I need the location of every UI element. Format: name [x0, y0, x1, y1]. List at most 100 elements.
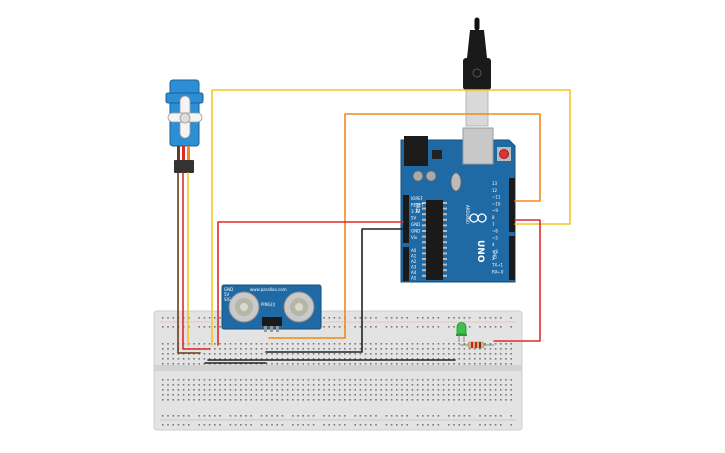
breadboard-hole[interactable] — [260, 348, 263, 350]
breadboard-hole[interactable] — [167, 394, 169, 396]
breadboard-hole[interactable] — [307, 348, 310, 350]
breadboard-hole[interactable] — [396, 424, 398, 426]
breadboard-hole[interactable] — [479, 348, 481, 350]
breadboard-hole[interactable] — [162, 384, 164, 386]
breadboard-hole[interactable] — [406, 343, 408, 345]
breadboard-hole[interactable] — [312, 424, 315, 426]
breadboard-hole[interactable] — [432, 384, 434, 386]
breadboard-hole[interactable] — [323, 348, 325, 350]
breadboard-hole[interactable] — [479, 317, 481, 319]
breadboard-hole[interactable] — [250, 415, 252, 417]
breadboard-hole[interactable] — [437, 317, 440, 319]
breadboard-hole[interactable] — [188, 424, 190, 426]
breadboard-hole[interactable] — [323, 343, 325, 345]
breadboard-hole[interactable] — [245, 343, 247, 345]
breadboard-hole[interactable] — [245, 348, 247, 350]
breadboard-hole[interactable] — [229, 343, 232, 345]
breadboard-hole[interactable] — [276, 389, 278, 391]
breadboard-hole[interactable] — [510, 348, 512, 350]
breadboard-hole[interactable] — [292, 384, 294, 386]
breadboard-hole[interactable] — [229, 399, 232, 401]
breadboard-hole[interactable] — [281, 363, 284, 365]
breadboard-hole[interactable] — [422, 326, 424, 328]
breadboard-hole[interactable] — [448, 379, 450, 381]
breadboard-hole[interactable] — [312, 379, 315, 381]
breadboard-hole[interactable] — [406, 348, 408, 350]
breadboard-hole[interactable] — [432, 399, 434, 401]
breadboard-hole[interactable] — [240, 353, 242, 355]
breadboard-hole[interactable] — [416, 399, 419, 401]
breadboard-hole[interactable] — [359, 343, 362, 345]
breadboard-hole[interactable] — [328, 394, 330, 396]
breadboard-hole[interactable] — [297, 399, 299, 401]
breadboard-hole[interactable] — [349, 379, 351, 381]
breadboard-hole[interactable] — [390, 379, 393, 381]
breadboard-hole[interactable] — [375, 358, 377, 360]
breadboard-hole[interactable] — [448, 399, 450, 401]
breadboard-hole[interactable] — [500, 348, 502, 350]
breadboard-hole[interactable] — [463, 415, 466, 417]
breadboard-hole[interactable] — [494, 379, 497, 381]
breadboard-hole[interactable] — [448, 389, 450, 391]
breadboard-hole[interactable] — [505, 363, 507, 365]
breadboard-hole[interactable] — [489, 424, 492, 426]
breadboard-hole[interactable] — [281, 384, 284, 386]
breadboard-hole[interactable] — [266, 353, 268, 355]
breadboard-hole[interactable] — [271, 379, 273, 381]
breadboard-hole[interactable] — [484, 348, 486, 350]
breadboard-hole[interactable] — [375, 379, 377, 381]
breadboard-hole[interactable] — [318, 353, 320, 355]
breadboard-hole[interactable] — [474, 348, 476, 350]
breadboard-hole[interactable] — [250, 384, 252, 386]
breadboard-hole[interactable] — [422, 358, 424, 360]
breadboard-hole[interactable] — [474, 379, 476, 381]
breadboard-hole[interactable] — [302, 389, 304, 391]
breadboard-hole[interactable] — [364, 353, 367, 355]
breadboard-hole[interactable] — [260, 379, 263, 381]
breadboard-hole[interactable] — [401, 384, 403, 386]
breadboard-hole[interactable] — [437, 353, 440, 355]
breadboard-hole[interactable] — [266, 343, 268, 345]
breadboard[interactable] — [153, 310, 523, 431]
breadboard-hole[interactable] — [416, 343, 419, 345]
breadboard-hole[interactable] — [494, 326, 497, 328]
breadboard-hole[interactable] — [396, 389, 398, 391]
breadboard-hole[interactable] — [208, 379, 211, 381]
breadboard-hole[interactable] — [224, 399, 226, 401]
breadboard-hole[interactable] — [182, 424, 185, 426]
breadboard-hole[interactable] — [390, 399, 393, 401]
breadboard-hole[interactable] — [396, 353, 398, 355]
breadboard-hole[interactable] — [172, 399, 174, 401]
breadboard-hole[interactable] — [385, 353, 388, 355]
breadboard-hole[interactable] — [453, 358, 455, 360]
breadboard-hole[interactable] — [406, 424, 408, 426]
breadboard-hole[interactable] — [307, 384, 310, 386]
green-led[interactable] — [456, 322, 467, 343]
breadboard-hole[interactable] — [198, 343, 200, 345]
breadboard-hole[interactable] — [510, 363, 512, 365]
breadboard-hole[interactable] — [401, 353, 403, 355]
breadboard-hole[interactable] — [234, 348, 237, 350]
breadboard-hole[interactable] — [172, 389, 174, 391]
breadboard-hole[interactable] — [463, 353, 466, 355]
breadboard-hole[interactable] — [286, 348, 289, 350]
breadboard-hole[interactable] — [411, 363, 414, 365]
breadboard-hole[interactable] — [323, 353, 325, 355]
breadboard-hole[interactable] — [416, 353, 419, 355]
breadboard-hole[interactable] — [375, 363, 377, 365]
breadboard-hole[interactable] — [286, 394, 289, 396]
breadboard-hole[interactable] — [193, 363, 195, 365]
breadboard-hole[interactable] — [375, 399, 377, 401]
breadboard-hole[interactable] — [208, 353, 211, 355]
breadboard-hole[interactable] — [437, 424, 440, 426]
breadboard-hole[interactable] — [266, 348, 268, 350]
breadboard-hole[interactable] — [271, 348, 273, 350]
breadboard-hole[interactable] — [401, 326, 403, 328]
breadboard-hole[interactable] — [198, 317, 200, 319]
breadboard-hole[interactable] — [510, 353, 512, 355]
breadboard-hole[interactable] — [484, 424, 486, 426]
breadboard-hole[interactable] — [442, 363, 445, 365]
breadboard-hole[interactable] — [307, 353, 310, 355]
breadboard-hole[interactable] — [338, 394, 341, 396]
breadboard-hole[interactable] — [302, 343, 304, 345]
